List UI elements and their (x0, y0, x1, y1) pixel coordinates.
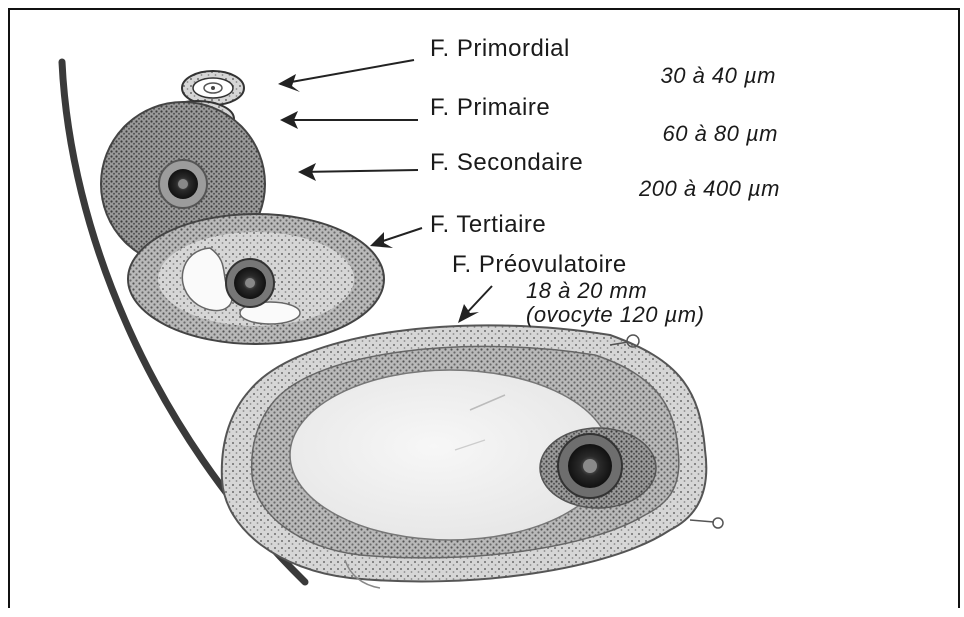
arrow-secondary (298, 163, 418, 181)
arrow-primary (280, 111, 418, 129)
follicle-preovulatory (222, 325, 723, 588)
size-primordial: 30 à 40 µm (660, 63, 776, 88)
follicle-tertiary (128, 214, 384, 344)
label-secondary: F. Secondaire (430, 149, 583, 176)
label-primordial: F. Primordial (430, 35, 570, 62)
arrow-preovulatory (458, 286, 492, 323)
label-preovulatory: F. Préovulatoire (452, 251, 627, 278)
size-primary: 60 à 80 µm (662, 121, 778, 146)
label-tertiary: F. Tertiaire (430, 211, 546, 238)
arrow-tertiary (370, 228, 422, 248)
size-preovulatory: 18 à 20 mm (526, 278, 647, 303)
follicle-primordial (182, 71, 244, 105)
label-primary: F. Primaire (430, 94, 550, 121)
arrow-primordial (278, 60, 414, 92)
size-secondary: 200 à 400 µm (638, 176, 780, 201)
note-preovulatory-oocyte: (ovocyte 120 µm) (526, 302, 704, 327)
